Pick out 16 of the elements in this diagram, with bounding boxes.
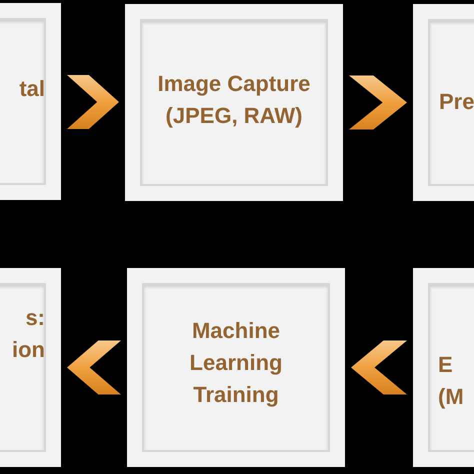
chevron-arrow (349, 76, 407, 130)
process-box (413, 268, 474, 467)
process-box (0, 3, 61, 200)
chevron-arrow (351, 340, 407, 394)
process-box (125, 4, 343, 201)
box-label: Pre (439, 88, 474, 116)
process-box (127, 268, 345, 467)
box-label: tal (18, 75, 45, 103)
chevron-arrow (67, 340, 121, 394)
box-label: Image Capture (JPEG, RAW) (156, 70, 312, 130)
box-label: s: ion (11, 304, 45, 364)
process-box (413, 4, 474, 201)
process-box (0, 268, 61, 467)
chevron-arrow (67, 75, 119, 129)
box-label: E (M (438, 351, 465, 411)
box-label: Machine Learning Training (188, 317, 284, 409)
